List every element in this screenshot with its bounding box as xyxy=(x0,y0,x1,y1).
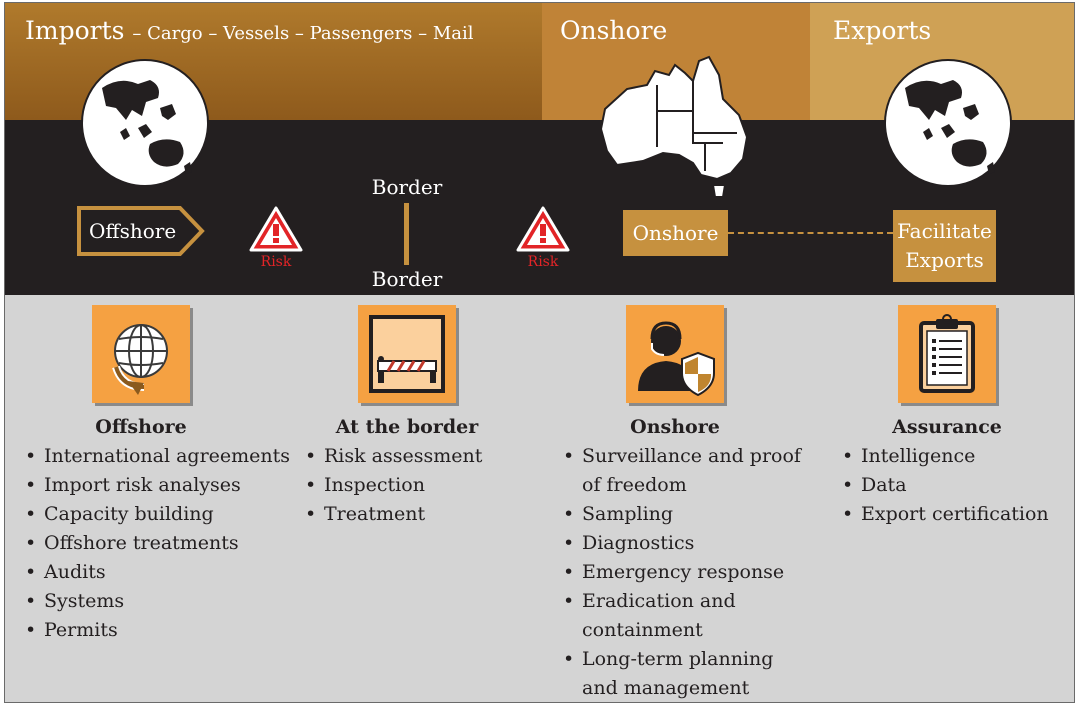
list-item: Inspection xyxy=(304,471,482,500)
diagram-frame: Imports – Cargo – Vessels – Passengers –… xyxy=(4,2,1075,703)
list-item: Import risk analyses xyxy=(24,471,290,500)
list-item: Treatment xyxy=(304,500,482,529)
assurance-list: Intelligence Data Export certification xyxy=(841,442,1049,529)
list-item: International agreements xyxy=(24,442,290,471)
list-item: Diagnostics xyxy=(562,529,801,558)
dashed-connector xyxy=(728,232,893,234)
facilitate-line-2: Exports xyxy=(905,248,984,272)
list-item: Audits xyxy=(24,558,290,587)
list-item-continuation: of freedom xyxy=(582,474,687,496)
onshore-band: Onshore xyxy=(542,3,810,120)
exports-title: Exports xyxy=(833,16,932,45)
list-item: Eradication and xyxy=(562,587,801,616)
list-item: Capacity building xyxy=(24,500,290,529)
list-item: Sampling xyxy=(562,500,801,529)
risk-label: Risk xyxy=(260,254,292,270)
offshore-arrow-label: Offshore xyxy=(89,219,177,243)
clipboard-icon xyxy=(898,305,996,403)
list-item: Export certification xyxy=(841,500,1049,529)
offshore-arrow-box: Offshore xyxy=(76,205,206,257)
border-label-bottom: Border xyxy=(371,267,443,291)
list-item: Emergency response xyxy=(562,558,801,587)
imports-title: Imports – Cargo – Vessels – Passengers –… xyxy=(25,16,474,45)
onshore-list: Surveillance and proof of freedom Sampli… xyxy=(562,442,801,702)
offshore-list: International agreements Import risk ana… xyxy=(24,442,290,645)
border-label-top: Border xyxy=(371,175,443,199)
risk-marker-2: Risk xyxy=(511,205,575,270)
column-heading-onshore: Onshore xyxy=(630,416,720,438)
facilitate-line-1: Facilitate xyxy=(897,219,992,243)
list-item: Surveillance and proof xyxy=(562,442,801,471)
australia-map-icon xyxy=(597,55,757,209)
list-item: Systems xyxy=(24,587,290,616)
risk-label: Risk xyxy=(527,254,559,270)
onshore-box: Onshore xyxy=(623,210,728,256)
barrier-gate-icon xyxy=(358,305,456,403)
globe-icon xyxy=(80,58,210,192)
warning-triangle-icon xyxy=(249,206,303,252)
facilitate-exports-box: Facilitate Exports xyxy=(893,210,996,282)
list-item-continuation: containment xyxy=(582,619,703,641)
imports-subtitle: – Cargo – Vessels – Passengers – Mail xyxy=(132,23,474,44)
warning-triangle-icon xyxy=(516,206,570,252)
operator-shield-icon xyxy=(626,305,724,403)
risk-marker-1: Risk xyxy=(244,205,308,270)
column-heading-border: At the border xyxy=(335,416,479,438)
list-item: Intelligence xyxy=(841,442,1049,471)
imports-title-text: Imports xyxy=(25,16,125,45)
border-line xyxy=(404,203,409,265)
list-item: Data xyxy=(841,471,1049,500)
border-list: Risk assessment Inspection Treatment xyxy=(304,442,482,529)
globe-icon xyxy=(883,58,1013,192)
column-heading-offshore: Offshore xyxy=(95,416,187,438)
column-heading-assurance: Assurance xyxy=(892,416,1002,438)
list-item: Offshore treatments xyxy=(24,529,290,558)
list-item: Permits xyxy=(24,616,290,645)
list-item-continuation: and management xyxy=(582,677,750,699)
list-item: Long-term planning xyxy=(562,645,801,674)
list-item: Risk assessment xyxy=(304,442,482,471)
globe-arrow-icon xyxy=(92,305,190,403)
onshore-title: Onshore xyxy=(560,16,668,45)
